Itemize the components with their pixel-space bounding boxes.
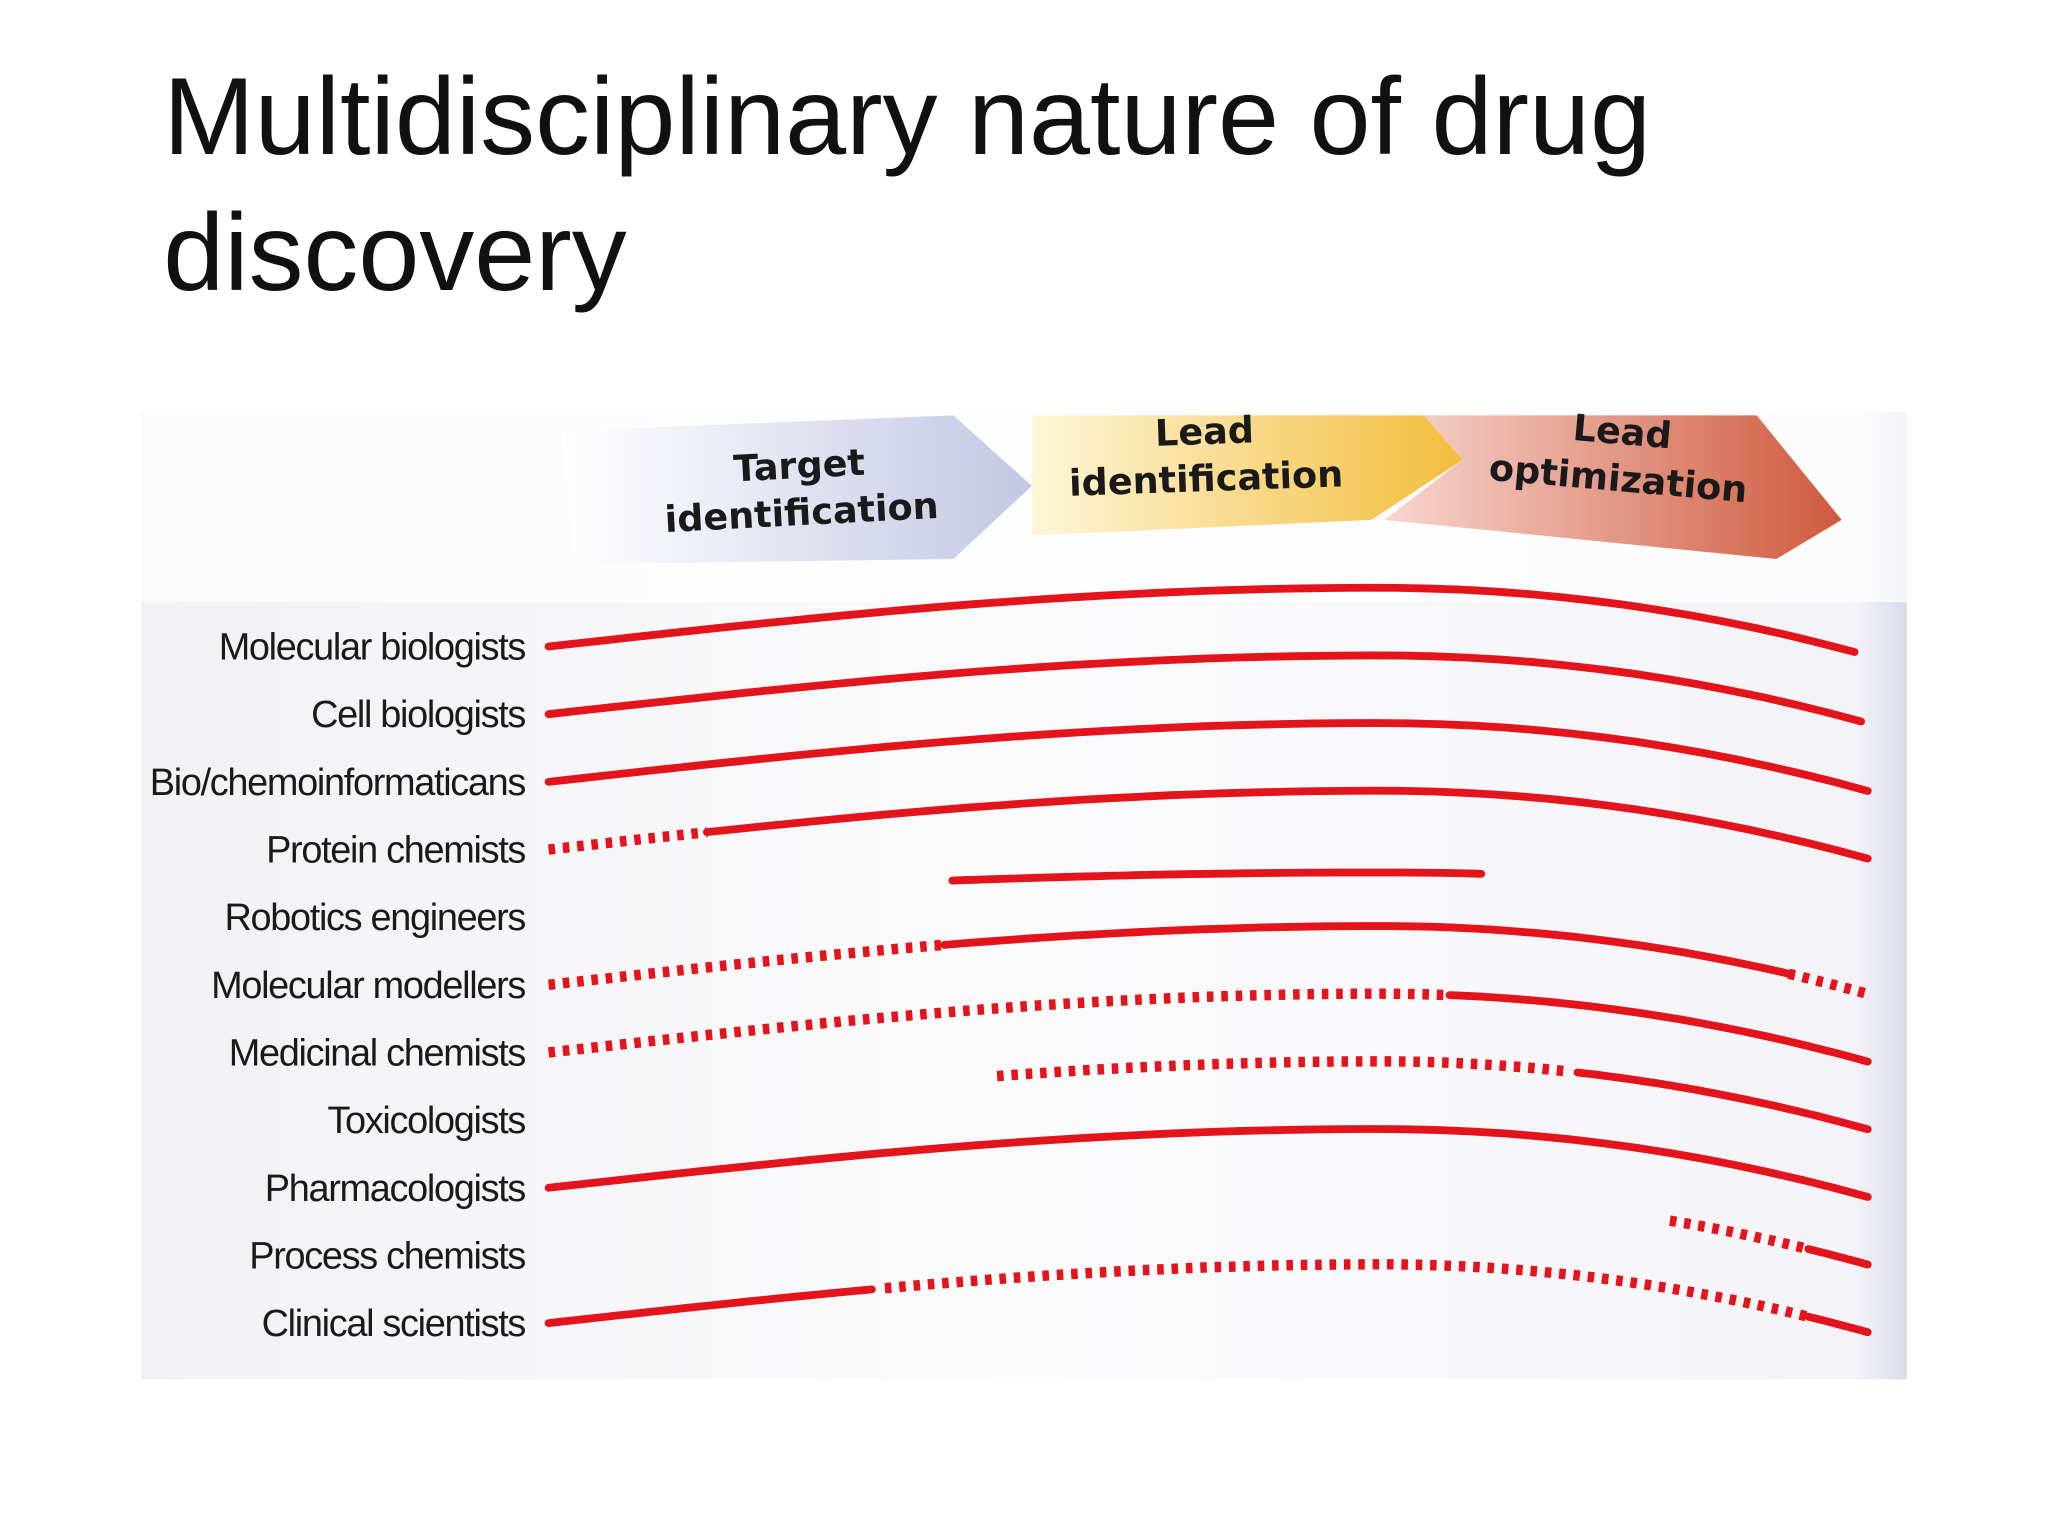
involvement-line-solid [1804,1245,1872,1269]
row-label: Robotics engineers [224,897,525,939]
phase-arrow-lead-identification [1031,415,1463,536]
row-label: Protein chemists [266,830,525,872]
involvement-line-dashed [548,939,945,991]
phase-label-lead-opt-line1: Lead [1571,406,1673,457]
involvement-line-solid [1804,1312,1872,1337]
involvement-line-solid [702,786,1872,863]
row-label: Toxicologists [327,1100,525,1142]
row-label: Medicinal chemists [229,1033,526,1075]
phase-label-lead-id-line1: Lead [1154,408,1254,454]
involvement-line-solid [544,651,1866,726]
row-label: Process chemists [249,1236,525,1278]
phase-label-target-line1: Target [732,441,865,491]
involvement-line-dashed [1669,1215,1810,1255]
row-label: Pharmacologists [265,1168,526,1210]
slide-title-line1: Multidisciplinary nature of drug [163,56,1651,178]
involvement-line-solid [1573,1068,1872,1134]
involvement-line-solid [1445,991,1872,1066]
slide-title-line2: discovery [163,192,626,314]
row-label: Molecular biologists [219,627,526,669]
involvement-line-dashed [884,1259,1810,1322]
involvement-line-dashed [548,826,708,855]
phase-label-lead-id-line2: identification [1068,452,1343,505]
row-label: Bio/chemoinformaticans [150,762,526,804]
phase-arrow-target [561,415,1032,565]
phase-arrow-lead-optimization [1384,415,1842,560]
involvement-line-solid [544,719,1872,795]
involvement-line-solid [948,868,1486,885]
involvement-line-dashed [547,988,1450,1058]
involvement-line-solid [544,1285,876,1328]
involvement-line-solid [940,922,1793,978]
involvement-line-solid [544,1125,1872,1201]
row-label: Cell biologists [311,694,525,736]
involvement-line-solid [544,583,1859,656]
row-label: Clinical scientists [262,1303,526,1345]
row-label: Molecular modellers [211,965,525,1007]
